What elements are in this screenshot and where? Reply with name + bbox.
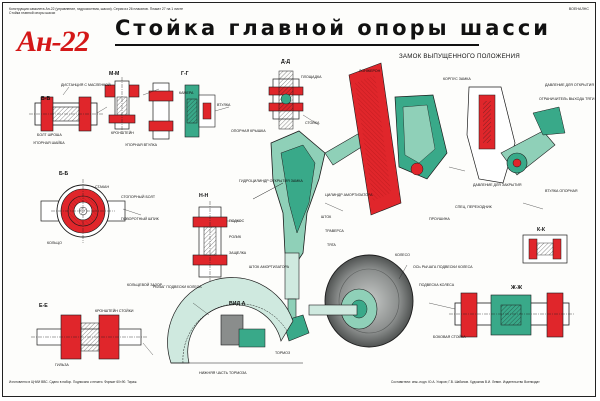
- main-gear-strut-drawing: [252, 130, 372, 342]
- section-title-lock: ЗАМОК ВЫПУЩЕННОГО ПОЛОЖЕНИЯ: [399, 53, 520, 60]
- callout-label: РОЛИК: [229, 235, 242, 239]
- lock-assembly-drawing: [348, 62, 566, 216]
- callout-label: ПЛОЩАДКА: [301, 75, 322, 79]
- main-wheel-drawing: [308, 254, 414, 348]
- leader-lines: [62, 86, 544, 356]
- callout-label: ОПОРНАЯ КРЫШКА: [231, 129, 266, 133]
- callout-label: РЫЧАГ ПОДВЕСКИ КОЛЕСА: [153, 285, 202, 289]
- title-underline: [115, 44, 479, 46]
- section-zhzh-drawing: [449, 292, 575, 338]
- poster-series-note: Конструкция самолета Ан-22 (управление, …: [9, 7, 183, 15]
- callout-label: ТОРМОЗ: [275, 351, 291, 355]
- section-title-kk: К-К: [537, 227, 546, 233]
- callout-label: ДАВЛЕНИЕ ДЛЯ ОТКРЫТИЯ: [545, 83, 594, 87]
- callout-label: ВТУЛКА ОПОРНАЯ: [545, 189, 578, 193]
- series-note-line: Конструкция самолета Ан-22 (управление, …: [9, 7, 184, 11]
- section-gg-drawing: [148, 82, 216, 140]
- section-vv-drawing: [29, 96, 103, 132]
- callout-label: ШТОК АМОРТИЗАТОРА: [249, 265, 290, 269]
- footer-print-note: Изготовлено в ЦНИИ ВВС. Сдано в набор. П…: [9, 380, 138, 384]
- callout-label: ПРОУШИНА: [429, 217, 450, 221]
- callout-label: СТОЙКА: [305, 121, 320, 125]
- technical-drawing: [29, 62, 575, 364]
- callout-label: УПОРНАЯ ШАЙБА: [33, 141, 65, 145]
- callout-label: ЛОНЖЕРОН: [359, 69, 381, 73]
- callout-label: КРОНШТЕЙН: [111, 131, 134, 135]
- callout-label: СТОПОРНЫЙ БОЛТ: [121, 195, 156, 199]
- callout-label: ЦИЛИНДР АМОРТИЗАТОРА: [325, 193, 373, 197]
- section-dd-drawing: [268, 70, 304, 130]
- callout-label: ШТОК: [321, 215, 332, 219]
- series-note-line: Стойка главной опоры шасси: [9, 11, 56, 15]
- callout-label: УПОРНАЯ ВТУЛКА: [125, 143, 158, 147]
- callout-label: СПЕЦ. ПЕРЕХОДНИК: [455, 205, 492, 209]
- callout-label: ТЯГА: [327, 243, 336, 247]
- callout-label: КРОНШТЕЙН СТОЙКИ: [95, 309, 134, 313]
- section-title-gg: Г-Г: [181, 71, 189, 77]
- callout-label: ДИСТАНЦИЯ С МАСЛЕНКОЙ: [61, 83, 111, 87]
- callout-label: КАМЕРА: [179, 91, 194, 95]
- callout-label: КОЛЬЦО: [47, 241, 62, 245]
- callout-label: ПОДКОС: [229, 219, 245, 223]
- callout-label: ПОДВЕСКА КОЛЕСА: [419, 283, 455, 287]
- section-ee-drawing: [31, 314, 147, 360]
- section-kk-drawing: [522, 234, 568, 264]
- section-mm-drawing: [104, 77, 140, 133]
- callout-label: ОСЬ РЫЧАГА ПОДВЕСКИ КОЛЕСА: [413, 265, 473, 269]
- callout-label: ДАВЛЕНИЕ ДЛЯ ЗАКРЫТИЯ: [473, 183, 522, 187]
- section-bb-drawing: [40, 179, 126, 243]
- callout-label: БОЛТ ШРОША: [37, 133, 62, 137]
- aircraft-logo: Ан-22: [17, 25, 90, 58]
- callout-label: НИЖНЯЯ ЧАСТЬ ТОРМОЗА: [199, 371, 247, 375]
- callout-label: ГИЛЬЗА: [55, 363, 69, 367]
- callout-label: КОРПУС ЗАМКА: [443, 77, 471, 81]
- callout-label: КОЛЬЦЕВОЙ ЗАЗОР: [127, 283, 163, 287]
- section-title-vv: В-В: [41, 96, 51, 102]
- callout-label: ЗАЩЕЛКА: [229, 251, 247, 255]
- callout-label: КОЛЕСО: [395, 253, 410, 257]
- section-title-nn: Н-Н: [199, 193, 209, 199]
- section-title-ee: Е-Е: [39, 303, 48, 309]
- footer-credits: Составители: инж.-подп. Ю.А. Ухаров; Г.В…: [391, 380, 540, 384]
- callout-label: ПОВОРОТНЫЙ ШПИК: [121, 217, 159, 221]
- callout-label: БОКОВАЯ СТОЙКА: [433, 335, 466, 339]
- page-title: Стойка главной опоры шасси: [115, 16, 552, 40]
- section-title-mm: М-М: [109, 71, 120, 77]
- section-title-view-a: ВИД А: [229, 301, 246, 307]
- section-title-bb: Б-Б: [59, 171, 69, 177]
- callout-label: ТРАВЕРСА: [325, 229, 344, 233]
- section-nn-drawing: [192, 201, 228, 285]
- callout-label: ГИДРОЦИЛИНДР ОТКРЫТИЯ ЗАМКА: [239, 179, 303, 183]
- poster: Конструкция самолета Ан-22 (управление, …: [2, 2, 596, 397]
- section-title-zhzh: Ж-Ж: [511, 285, 523, 291]
- callout-label: ВТУЛКА: [217, 103, 231, 107]
- view-a-brake-drawing: [167, 277, 303, 364]
- callout-label: ОГРАНИЧИТЕЛЬ ВЫХОДА ТЯГИ: [539, 97, 595, 101]
- corner-tag: ВОЕНАЛНС: [568, 7, 589, 11]
- callout-label: СТАКАН: [95, 185, 110, 189]
- section-title-dd: Д-Д: [281, 59, 291, 65]
